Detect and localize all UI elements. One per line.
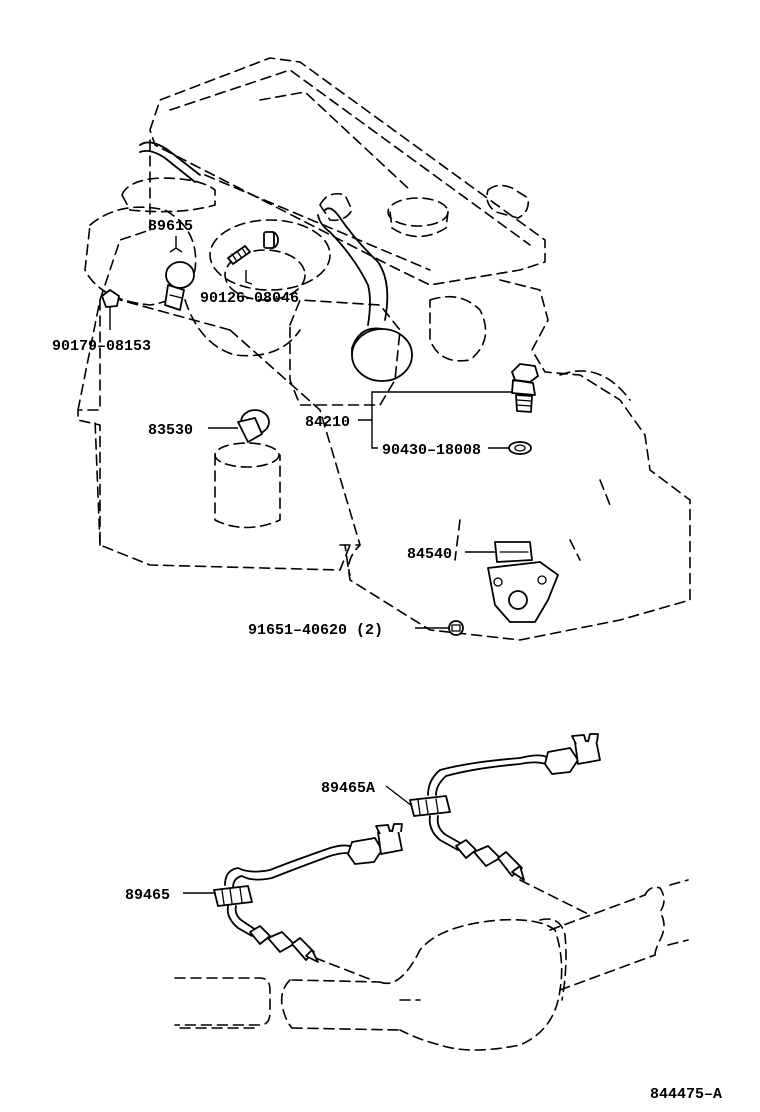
engine-outline [77,57,691,641]
oxygen-sensor-89465a [409,733,601,881]
label-89465: 89465 [125,887,170,904]
label-83530: 83530 [148,422,193,439]
drawing-number: 844475–A [650,1086,722,1103]
label-89615: 89615 [148,218,193,235]
label-90179-08153: 90179–08153 [52,338,151,355]
leader-lines-lower [183,785,413,894]
bolt-91651 [448,620,464,636]
label-84540: 84540 [407,546,452,563]
water-temp-sender-84210 [511,363,539,413]
label-90126-08046: 90126–08046 [200,290,299,307]
nut-90179 [101,289,120,308]
oxygen-sensor-89465 [213,823,403,963]
leader-lines-upper [109,236,512,629]
oil-pressure-switch-83530 [237,409,270,443]
exhaust-outline [174,879,689,1051]
label-90430-18008: 90430–18008 [382,442,481,459]
neutral-start-switch-84540 [487,541,559,623]
stud-bolt-90126 [227,231,279,265]
label-91651-40620: 91651–40620 (2) [248,622,383,639]
label-89465a: 89465A [321,780,375,797]
label-84210: 84210 [305,414,350,431]
knock-sensor-89615 [164,261,195,311]
gasket-90430 [508,441,532,455]
